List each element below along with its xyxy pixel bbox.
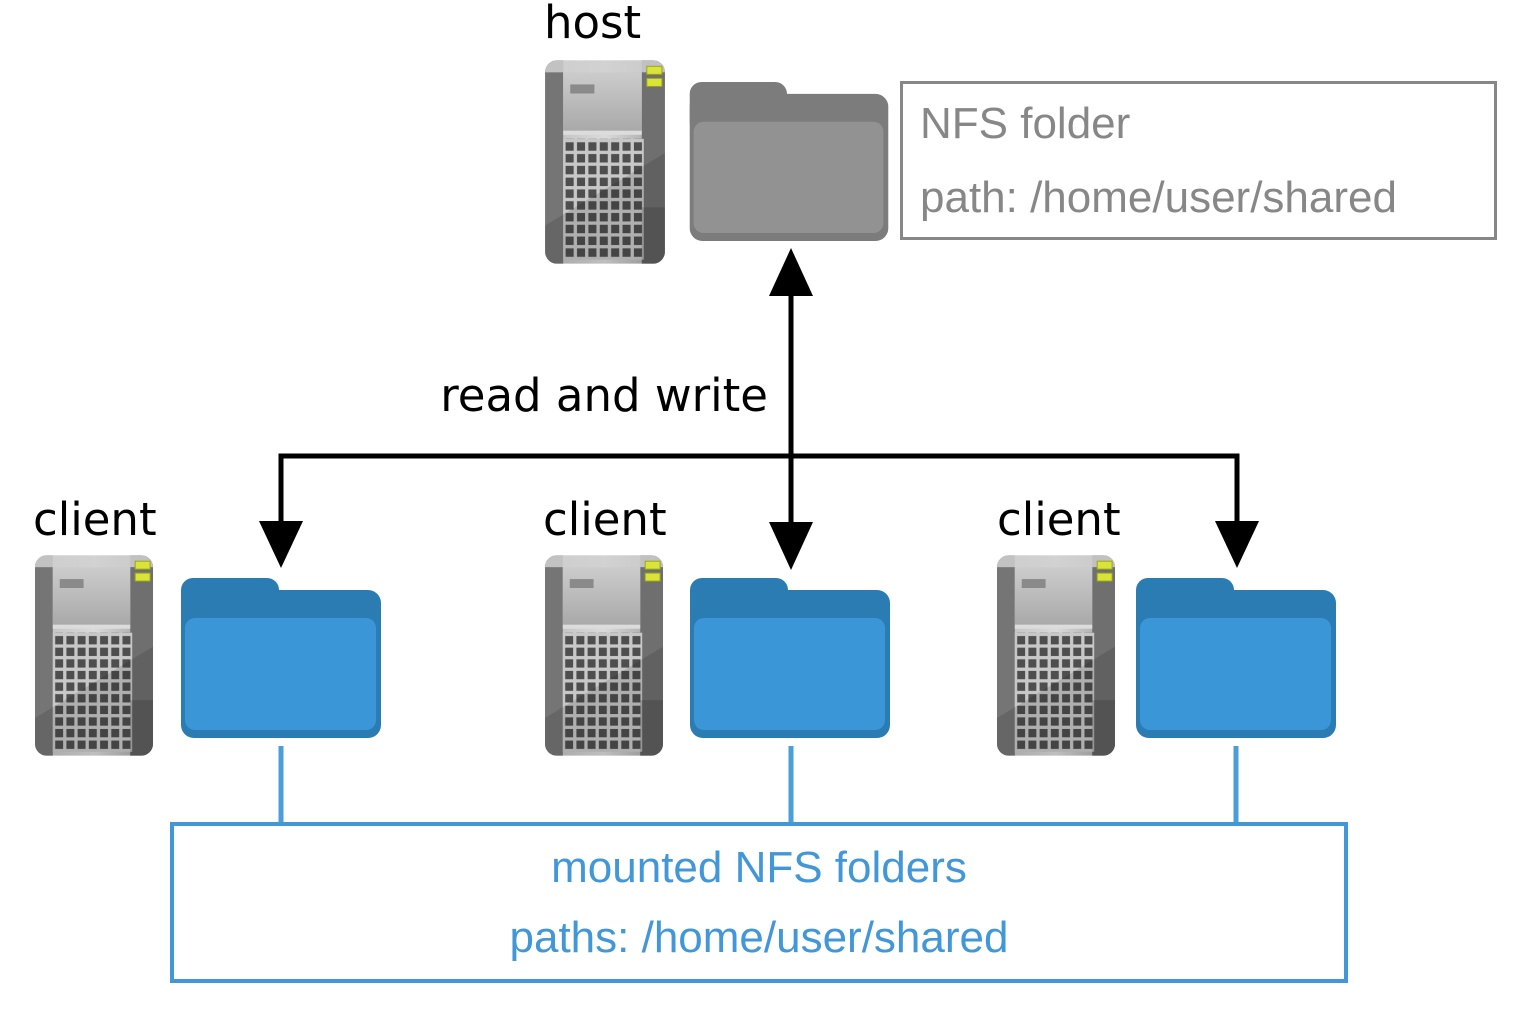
arrowhead-up-icon: [769, 248, 813, 296]
read-write-label: read and write: [440, 369, 768, 422]
arrowhead-down-right-icon: [1215, 521, 1259, 568]
client-label-right: client: [997, 493, 1121, 546]
mounted-nfs-folder-icon-center: [689, 578, 891, 738]
read-write-arrow: [769, 248, 813, 570]
client-label-left: client: [33, 493, 157, 546]
mounted-box-paths: paths: /home/user/shared: [509, 912, 1009, 962]
client-server-icon-right: [989, 551, 1123, 760]
arrowhead-down-center-icon: [769, 522, 813, 570]
client-label-center: client: [543, 493, 667, 546]
mounted-folders-info-box: mounted NFS folders paths: /home/user/sh…: [170, 822, 1348, 983]
nfs-shared-folder-icon: [689, 82, 889, 241]
mounted-box-title: mounted NFS folders: [551, 842, 967, 892]
nfs-box-path: path: /home/user/shared: [920, 172, 1397, 222]
mounted-nfs-folder-icon-left: [180, 578, 382, 738]
host-server-icon: [537, 56, 673, 268]
host-label: host: [544, 0, 642, 49]
nfs-box-title: NFS folder: [920, 98, 1131, 148]
client-server-icon-center: [537, 551, 671, 760]
nfs-folder-info-box: NFS folder path: /home/user/shared: [900, 81, 1497, 240]
arrowhead-down-left-icon: [259, 521, 303, 568]
mounted-nfs-folder-icon-right: [1135, 578, 1337, 738]
client-server-icon-left: [27, 551, 161, 760]
